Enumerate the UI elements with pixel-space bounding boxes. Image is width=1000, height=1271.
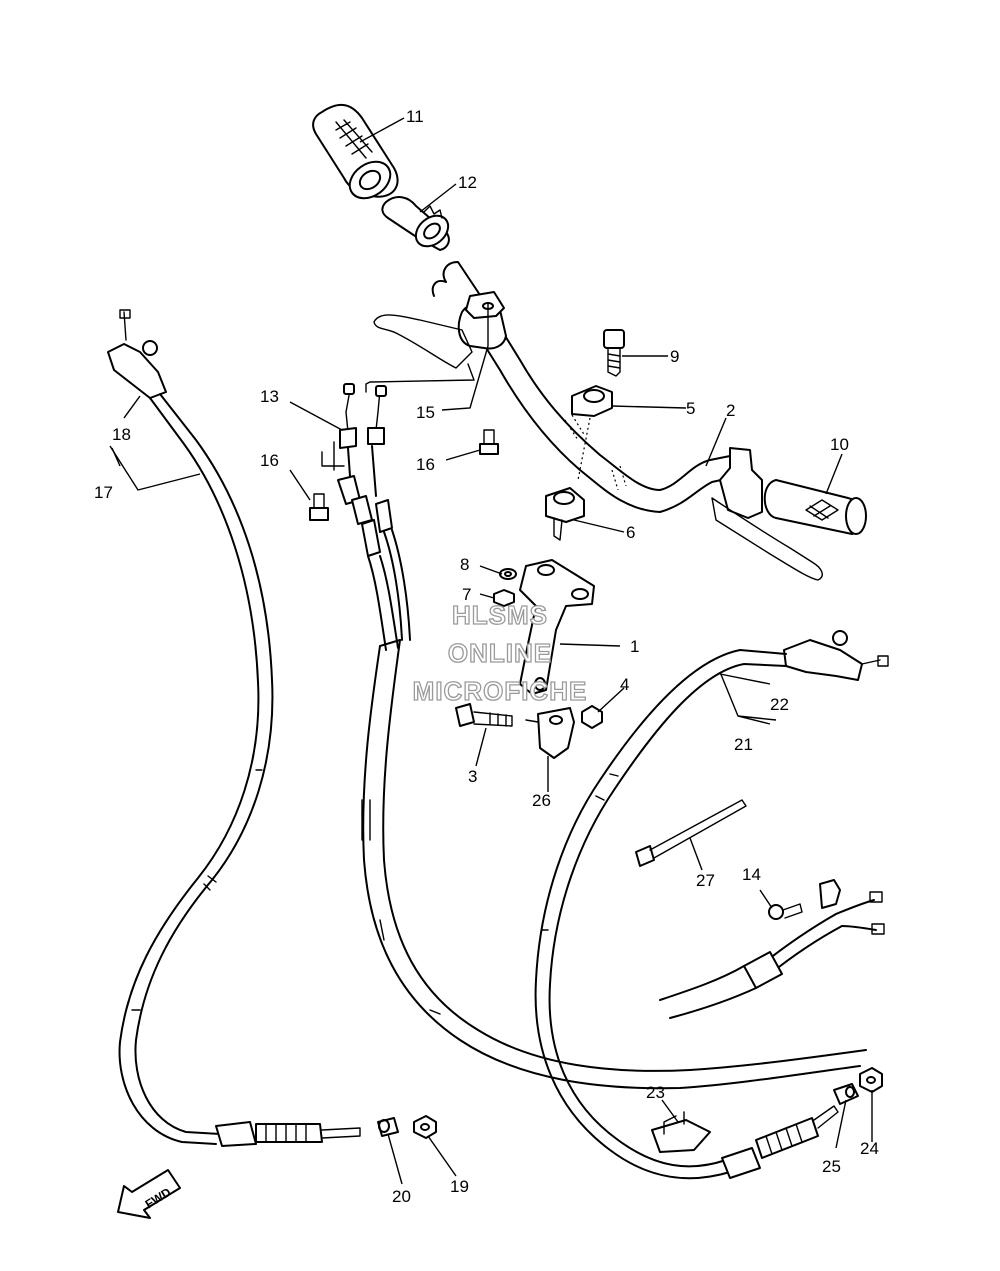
callout-12: 12 (458, 173, 477, 192)
handlebar (365, 261, 731, 513)
throttle-cable-sheath (361, 639, 867, 1090)
nut (493, 589, 515, 607)
clamp-plate (525, 707, 575, 759)
handlebar-bracket (519, 559, 595, 695)
flange-nut (581, 705, 603, 729)
callout-19: 19 (450, 1177, 469, 1196)
callout-22: 22 (770, 695, 789, 714)
callout-2: 2 (726, 401, 735, 420)
watermark-line-1: HLSMS (452, 600, 548, 630)
throttle-cable (321, 383, 411, 651)
clutch-cable-right (534, 630, 889, 1180)
leader-lines (109, 117, 873, 1185)
callout-4: 4 (620, 675, 629, 694)
callout-5: 5 (686, 399, 695, 418)
callout-17: 17 (94, 483, 113, 502)
callout-8: 8 (460, 555, 469, 574)
cable-end-nut (413, 1115, 437, 1139)
fwd-arrow-icon: FWD (117, 1169, 181, 1219)
adjuster-nut (859, 1067, 883, 1093)
callout-21: 21 (734, 735, 753, 754)
callout-labels: 11 12 9 5 2 10 6 8 7 1 4 3 26 13 15 16 1… (94, 107, 879, 1206)
callout-9: 9 (670, 347, 679, 366)
screw-upper (479, 429, 499, 455)
callout-13: 13 (260, 387, 279, 406)
callout-25: 25 (822, 1157, 841, 1176)
callout-24: 24 (860, 1139, 879, 1158)
cable-end-pin (377, 1117, 399, 1137)
cable-clamp (465, 291, 505, 319)
washer (499, 568, 517, 580)
cable-tie (635, 799, 747, 867)
callout-18: 18 (112, 425, 131, 444)
callout-23: 23 (646, 1083, 665, 1102)
watermark: HLSMS ONLINE MICROFICHE (412, 599, 588, 706)
throttle-grip (381, 196, 450, 251)
callout-16-left: 16 (260, 451, 279, 470)
callout-10: 10 (830, 435, 849, 454)
cable-holder (651, 1111, 711, 1153)
clutch-cable-left (107, 309, 361, 1147)
watermark-line-2: ONLINE (448, 638, 552, 668)
flange-bolt (455, 703, 513, 727)
callout-7: 7 (462, 585, 471, 604)
callout-20: 20 (392, 1187, 411, 1206)
right-grip (711, 447, 867, 581)
callout-27: 27 (696, 871, 715, 890)
upper-handlebar-holder (571, 385, 613, 417)
callout-3: 3 (468, 767, 477, 786)
callout-16-upper: 16 (416, 455, 435, 474)
callout-15: 15 (416, 403, 435, 422)
callout-26: 26 (532, 791, 551, 810)
callout-6: 6 (626, 523, 635, 542)
lower-handlebar-holder (545, 487, 585, 541)
left-grip (312, 103, 399, 200)
watermark-line-3: MICROFICHE (413, 676, 588, 706)
callout-14: 14 (742, 865, 761, 884)
callout-1: 1 (630, 637, 639, 656)
callout-11: 11 (406, 107, 424, 126)
screw-left (309, 493, 329, 521)
adjuster-pin (833, 1083, 859, 1105)
upper-holder-bolt (603, 329, 625, 377)
cable-junction (659, 879, 885, 1019)
